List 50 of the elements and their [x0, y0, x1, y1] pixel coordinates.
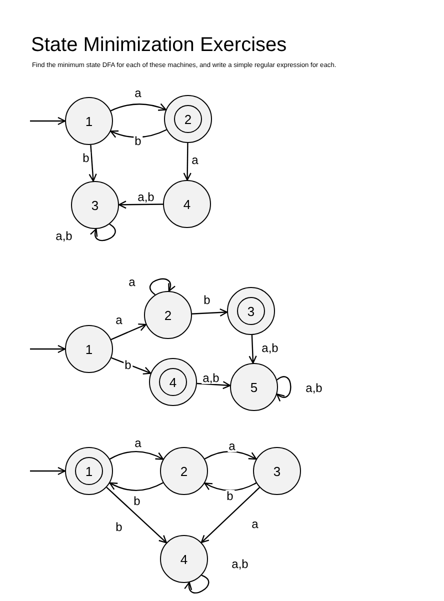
edge-label: a,b — [260, 342, 280, 354]
state-number: 2 — [180, 464, 188, 478]
state-number: 1 — [85, 464, 93, 478]
edge-label: a,b — [136, 191, 156, 203]
transition-arrow — [111, 357, 152, 375]
edge-label: b — [132, 495, 142, 507]
state-number: 1 — [85, 114, 93, 128]
transition-arrow — [110, 129, 167, 138]
transition-arrow — [106, 486, 167, 544]
self-loop-arrow — [184, 574, 210, 594]
start-arrow — [30, 466, 66, 476]
transition-arrow — [109, 482, 164, 492]
transition-arrow — [196, 381, 231, 390]
edge-label: b — [202, 294, 212, 306]
transition-arrow — [200, 487, 260, 544]
edge-label: a,b — [304, 382, 324, 394]
state-number: 3 — [247, 304, 255, 318]
transition-arrow — [204, 482, 256, 492]
state-number: 5 — [250, 380, 258, 394]
start-arrow — [30, 344, 66, 354]
self-loop-arrow — [150, 278, 175, 296]
transition-arrow — [110, 103, 166, 112]
self-loop-arrow — [276, 376, 292, 402]
edge-label: b — [226, 490, 234, 502]
state-number: 3 — [273, 464, 281, 478]
edge-label: a,b — [54, 230, 74, 242]
edge-label: a,b — [202, 372, 220, 384]
transition-arrow — [183, 143, 192, 181]
state-number: 4 — [169, 376, 177, 388]
transition-arrow — [204, 450, 257, 460]
edge-label: b — [134, 135, 142, 147]
edge-label: b — [114, 521, 124, 533]
page-title: State Minimization Exercises — [31, 33, 287, 58]
transition-arrow — [110, 450, 164, 460]
state-number: 4 — [183, 198, 191, 210]
edge-label: b — [124, 359, 132, 371]
state-number: 4 — [180, 552, 188, 566]
edge-label: a,b — [230, 558, 250, 570]
state-number: 2 — [184, 112, 192, 126]
state-number: 2 — [164, 308, 172, 322]
self-loop-arrow — [90, 224, 116, 241]
edge-label: b — [82, 152, 90, 164]
transition-arrow — [88, 144, 97, 182]
transition-arrow — [248, 334, 257, 364]
state-number: 1 — [85, 342, 93, 356]
transition-arrow — [192, 308, 228, 317]
start-arrow — [30, 116, 66, 126]
transition-arrow — [110, 323, 147, 340]
transition-arrow — [118, 200, 163, 209]
state-number: 3 — [91, 198, 99, 212]
